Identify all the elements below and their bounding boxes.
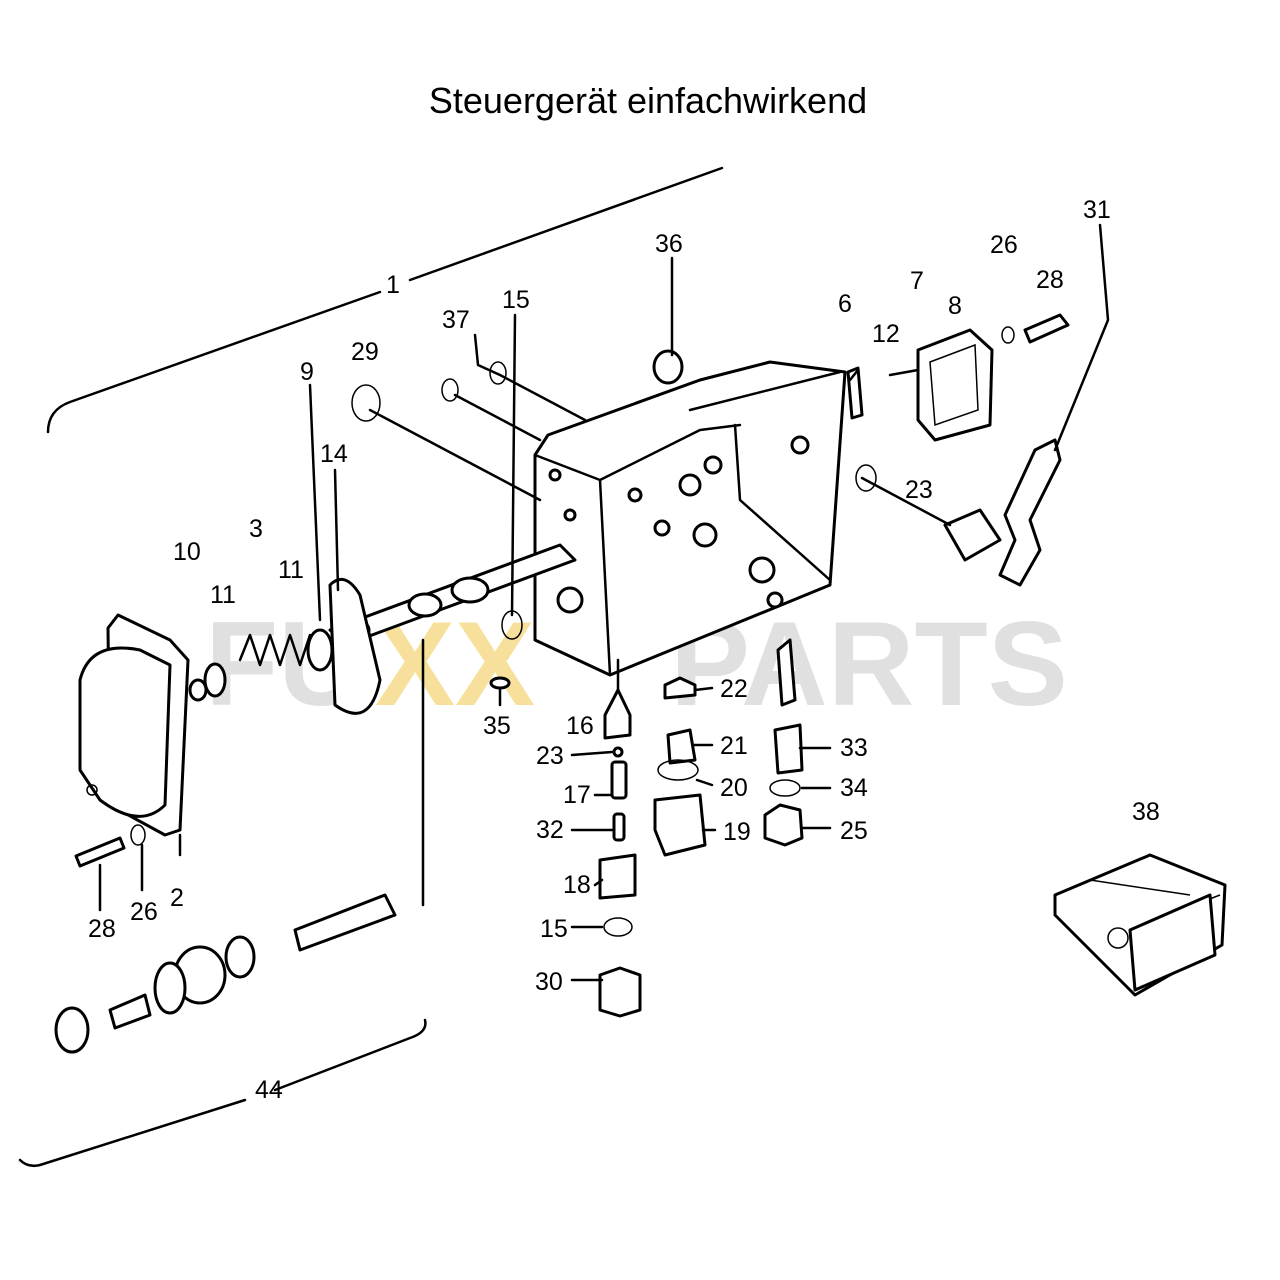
callout-12: 12	[872, 320, 900, 348]
callout-7: 7	[910, 267, 924, 295]
callout-11a: 11	[210, 581, 236, 609]
gasket-14	[328, 577, 382, 715]
nozzle-35	[489, 676, 511, 690]
callout-19: 19	[723, 818, 751, 846]
callout-11b: 11	[278, 556, 304, 584]
callout-18: 18	[563, 871, 591, 899]
lever-31	[943, 438, 1062, 587]
oring-37b	[489, 361, 507, 385]
callout-8: 8	[948, 292, 962, 320]
pin-6	[846, 366, 864, 420]
callout-20: 20	[720, 774, 748, 802]
callout-36: 36	[655, 230, 683, 258]
callout-23b: 23	[905, 476, 933, 504]
valve-body	[533, 360, 847, 677]
callout-2: 2	[170, 884, 184, 912]
callout-6: 6	[838, 290, 852, 318]
oring-12	[855, 464, 877, 492]
pin-10	[188, 678, 208, 702]
assembly-1-bracket	[46, 166, 724, 434]
callout-23a: 23	[536, 742, 564, 770]
callout-16: 16	[566, 712, 594, 740]
callout-33: 33	[840, 734, 868, 762]
callout-15b: 15	[540, 915, 568, 943]
callout-37: 37	[442, 306, 470, 334]
callout-26b: 26	[990, 231, 1018, 259]
assembly-44-bracket	[18, 1018, 427, 1168]
callout-38: 38	[1132, 798, 1160, 826]
callout-15a: 15	[502, 286, 530, 314]
callout-28a: 28	[88, 915, 116, 943]
screw-28-left	[74, 824, 146, 868]
valve-insert-stack	[598, 688, 642, 1018]
callout-32: 32	[536, 816, 564, 844]
screw-28	[1023, 313, 1070, 344]
washer-26	[1001, 326, 1015, 344]
detent-assembly-44	[54, 893, 397, 1054]
callout-10: 10	[173, 538, 201, 566]
relief-valve-stack	[763, 638, 804, 847]
diagram-title: Steuergerät einfachwirkend	[428, 80, 868, 121]
callout-22: 22	[720, 675, 748, 703]
flange-8	[916, 328, 994, 442]
plug-36	[652, 349, 684, 385]
callout-35: 35	[483, 712, 511, 740]
callout-31: 31	[1083, 196, 1111, 224]
callout-29: 29	[351, 338, 379, 366]
repair-kit-box-38	[1053, 853, 1227, 997]
callout-25: 25	[840, 817, 868, 845]
washer-11	[203, 662, 227, 698]
end-cover	[78, 613, 190, 837]
callout-9: 9	[300, 358, 314, 386]
callout-1: 1	[386, 271, 400, 299]
callout-14: 14	[320, 440, 348, 468]
callout-28b: 28	[1036, 266, 1064, 294]
callout-17: 17	[563, 781, 591, 809]
spring-3	[238, 633, 322, 667]
callout-21: 21	[720, 732, 748, 760]
leader-lines	[98, 223, 1110, 982]
callout-34: 34	[840, 774, 868, 802]
callout-3: 3	[249, 515, 263, 543]
oring-29	[351, 384, 381, 422]
oring-37a	[441, 378, 459, 402]
washer-11b	[306, 628, 334, 672]
callout-labels: 1 2 3 6 7 8 9 10 11 11 12 14 15 15 16 17…	[88, 196, 1160, 1104]
callout-44: 44	[255, 1076, 283, 1104]
callout-26a: 26	[130, 898, 158, 926]
callout-30: 30	[535, 968, 563, 996]
